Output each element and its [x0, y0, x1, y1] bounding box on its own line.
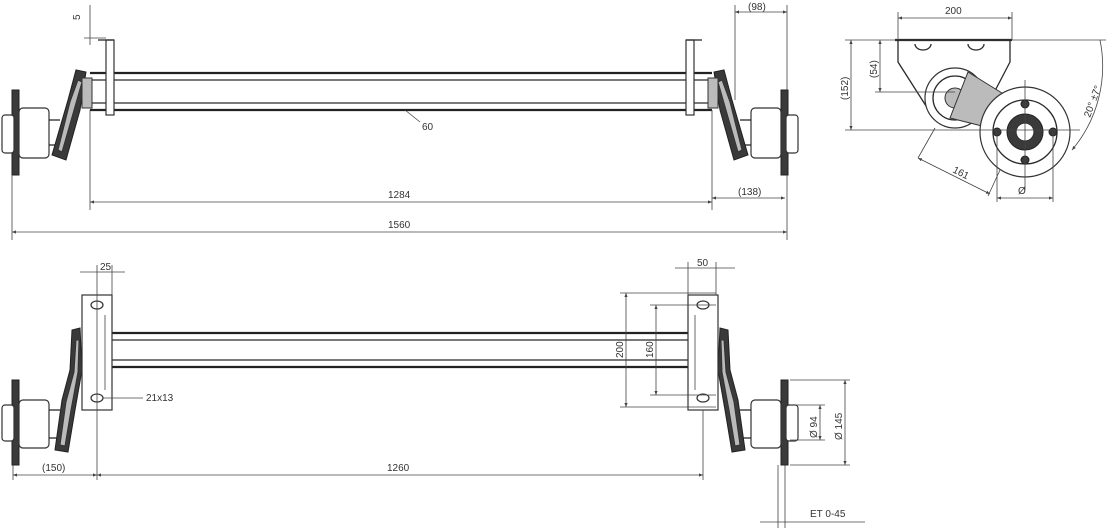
- side-view: 200 (152) (54) 161 Ø 20° ±7°: [840, 6, 1106, 202]
- dim-bracket-spacing-bottom: 1260: [387, 463, 410, 474]
- top-view: 5 (98) 60 1284 (138) 1560: [1, 2, 799, 240]
- dim-offset: ET 0-45: [810, 509, 846, 520]
- dim-bracket-spacing-top: 1284: [388, 190, 411, 201]
- dim-tube: 60: [422, 122, 434, 133]
- bottom-view: 25 50 200 160 21x13 (150) 1260 Ø 145 Ø 9…: [1, 258, 865, 528]
- dim-plate-left: 25: [100, 262, 112, 273]
- dim-hole-spacing-outer: 200: [615, 341, 626, 358]
- dim-arm-height: (54): [869, 60, 880, 78]
- dim-plate-thickness: 5: [72, 14, 83, 20]
- dim-hole-spacing-inner: 160: [645, 341, 656, 358]
- dim-angle: 20° ±7°: [1082, 84, 1104, 119]
- dim-arm-length: 161: [951, 165, 971, 183]
- dim-hub-offset: (98): [748, 2, 766, 13]
- dim-hub-outer: Ø 145: [834, 412, 845, 440]
- dim-bolt-circle: Ø: [1018, 186, 1026, 197]
- dim-hub-inner: Ø 94: [809, 416, 820, 438]
- dim-plate-width: 200: [945, 6, 962, 17]
- dim-total-height: (152): [840, 77, 851, 100]
- dim-overall: 1560: [388, 220, 411, 231]
- dim-holes: 21x13: [146, 393, 174, 404]
- dim-end-bottom: (150): [42, 463, 65, 474]
- dim-plate-right: 50: [697, 258, 709, 269]
- dim-end-top: (138): [738, 187, 761, 198]
